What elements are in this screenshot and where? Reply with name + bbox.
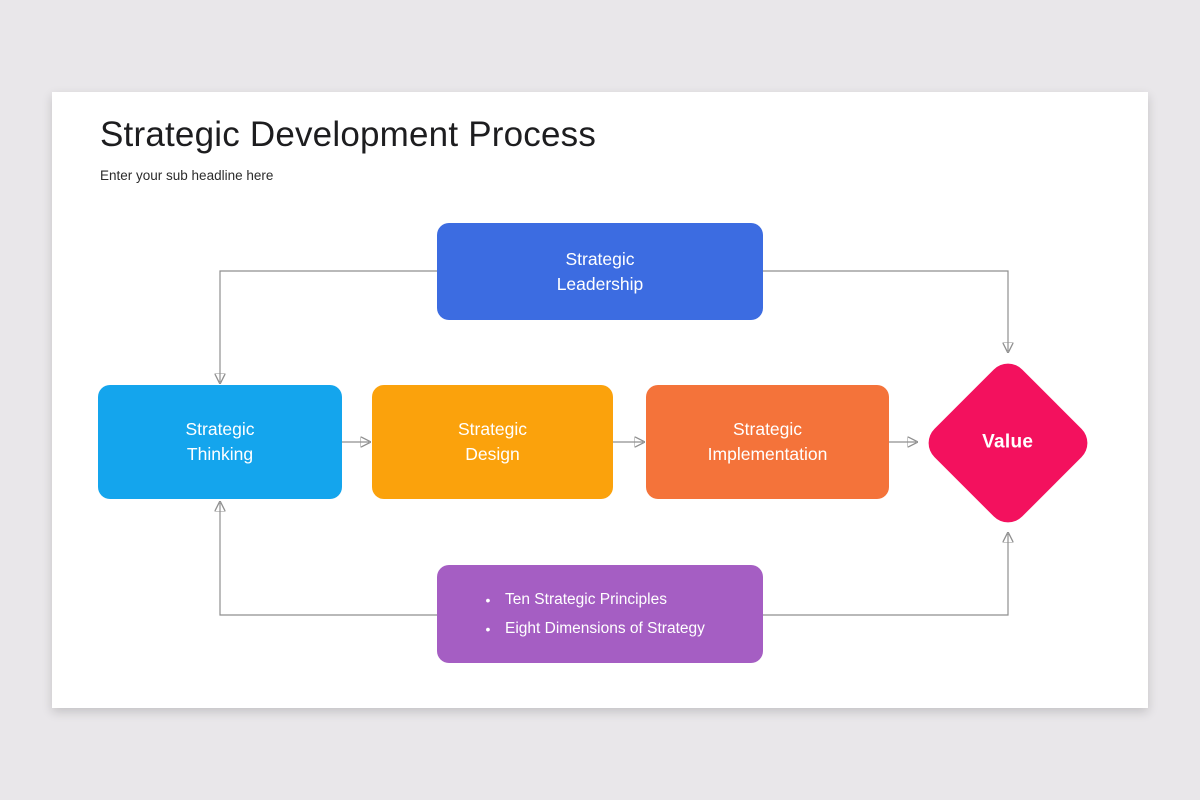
page-subtitle: Enter your sub headline here <box>100 168 274 183</box>
node-strategic-implementation-label: Strategic Implementation <box>707 419 828 464</box>
node-strategic-design-label: Strategic Design <box>457 419 528 464</box>
list-item: • Ten Strategic Principles <box>437 591 763 609</box>
connector-principles-to-value <box>763 534 1008 616</box>
list-item-text: Eight Dimensions of Strategy <box>505 619 705 637</box>
node-value-label: Value <box>982 432 1034 453</box>
node-strategic-design: Strategic Design <box>372 385 613 499</box>
node-strategic-thinking: Strategic Thinking <box>98 385 342 499</box>
connector-principles-to-thinking <box>220 503 437 616</box>
slide-canvas: Strategic Development Process Enter your… <box>52 92 1148 708</box>
node-strategic-leadership-label: Strategic Leadership <box>556 248 644 294</box>
page-title: Strategic Development Process <box>100 115 597 154</box>
node-strategic-leadership: Strategic Leadership <box>437 223 763 320</box>
node-strategic-thinking-label: Strategic Thinking <box>185 419 255 464</box>
node-principles-list: • Ten Strategic Principles • Eight Dimen… <box>437 565 763 663</box>
node-strategic-implementation: Strategic Implementation <box>646 385 889 499</box>
connector-lines <box>52 270 1148 616</box>
process-diagram: Strategic Leadership Strategic Thinking … <box>52 92 1148 708</box>
bullet-icon: • <box>485 591 491 608</box>
list-item: • Eight Dimensions of Strategy <box>437 620 763 638</box>
list-item-text: Ten Strategic Principles <box>505 590 667 608</box>
bullet-icon: • <box>485 620 491 637</box>
slide-header: Strategic Development Process Enter your… <box>100 114 596 183</box>
connector-leadership-to-thinking <box>220 270 437 382</box>
connector-leadership-to-value <box>763 270 1008 351</box>
